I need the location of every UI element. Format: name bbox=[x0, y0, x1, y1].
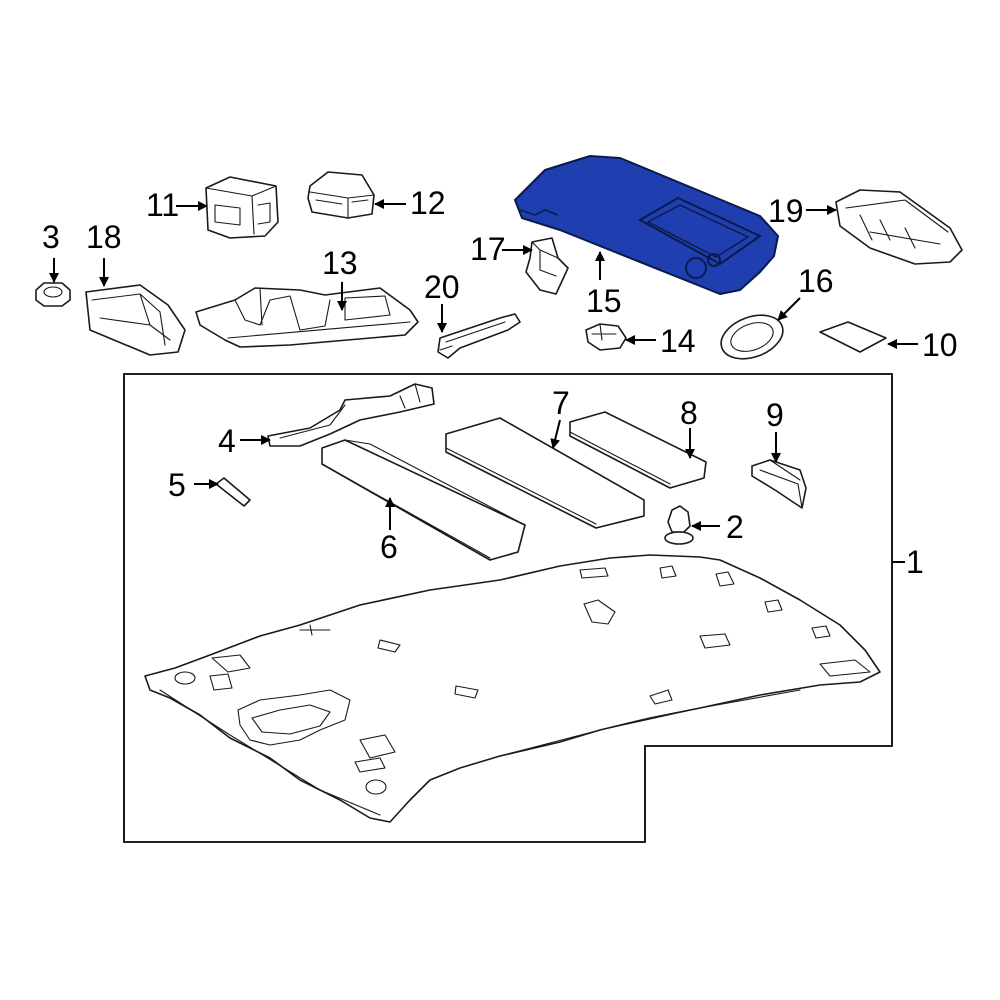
callout-2: 2 bbox=[726, 509, 744, 545]
part-17-visor-clip[interactable] bbox=[525, 237, 569, 295]
callout-7: 7 bbox=[552, 385, 570, 421]
part-2-push-clip[interactable] bbox=[664, 505, 694, 545]
part-15-sun-visor[interactable] bbox=[514, 155, 779, 295]
part-10-pad[interactable] bbox=[819, 321, 887, 353]
part-5-strip[interactable] bbox=[215, 477, 251, 507]
part-16-disc[interactable] bbox=[715, 307, 789, 366]
part-7-pad[interactable] bbox=[445, 417, 645, 529]
part-14-clip[interactable] bbox=[585, 323, 627, 351]
callout-20: 20 bbox=[424, 269, 460, 305]
callout-12: 12 bbox=[410, 185, 446, 221]
callout-3: 3 bbox=[42, 219, 60, 255]
callout-18: 18 bbox=[86, 219, 122, 255]
callout-10: 10 bbox=[922, 327, 958, 363]
callout-15: 15 bbox=[586, 283, 622, 319]
part-3-nut[interactable] bbox=[35, 282, 71, 307]
part-1-headliner[interactable] bbox=[144, 554, 881, 823]
callout-4: 4 bbox=[218, 423, 236, 459]
callout-1: 1 bbox=[906, 544, 924, 580]
part-9-trim[interactable] bbox=[751, 459, 807, 509]
callout-19: 19 bbox=[768, 193, 804, 229]
headliner-assembly-frame bbox=[123, 373, 893, 843]
callout-8: 8 bbox=[680, 395, 698, 431]
part-8-pad[interactable] bbox=[569, 411, 707, 489]
part-18-lamp-housing[interactable] bbox=[85, 284, 186, 356]
part-20-grab-handle[interactable] bbox=[437, 313, 521, 359]
part-6-pad[interactable] bbox=[321, 439, 526, 561]
part-11-switch[interactable] bbox=[205, 176, 279, 239]
part-4-bracket[interactable] bbox=[267, 383, 435, 447]
callout-14: 14 bbox=[660, 323, 696, 359]
callout-13: 13 bbox=[322, 245, 358, 281]
part-13-console-bracket[interactable] bbox=[195, 287, 419, 348]
callout-9: 9 bbox=[766, 397, 784, 433]
callout-11: 11 bbox=[146, 187, 179, 223]
part-12-connector[interactable] bbox=[307, 171, 375, 219]
callout-16: 16 bbox=[798, 263, 834, 299]
callout-6: 6 bbox=[380, 529, 398, 565]
part-19-dome-lamp[interactable] bbox=[835, 189, 963, 265]
callout-5: 5 bbox=[168, 467, 186, 503]
callout-17: 17 bbox=[470, 231, 506, 267]
